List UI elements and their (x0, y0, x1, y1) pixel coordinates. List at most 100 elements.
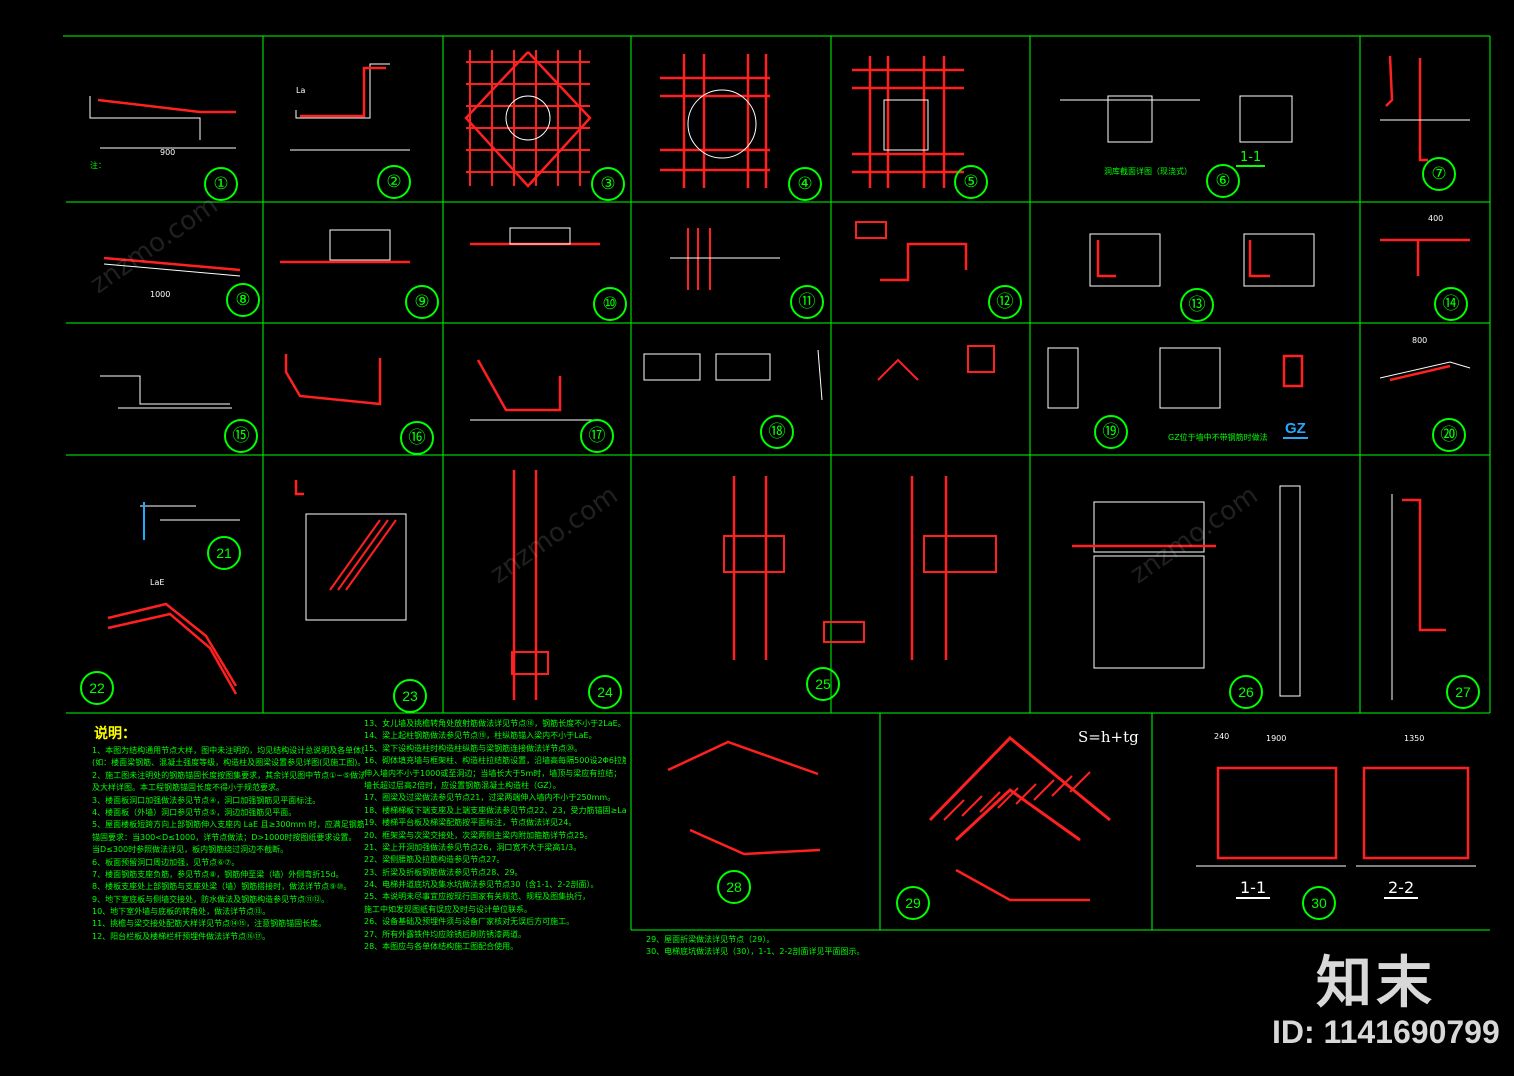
note-line: 16、砌体填充墙与框架柱、构造柱拉结筋设置，沿墙高每隔500设2Φ6拉筋， (364, 756, 626, 766)
detail-number-22: 22 (80, 671, 114, 705)
note-line: 锚固要求：当300<D≤1000，详节点做法；D>1000时按图纸要求设置。 (92, 832, 357, 842)
note-line: 19、楼梯平台板及梯梁配筋按平面标注，节点做法详见24。 (364, 818, 577, 828)
dim-1900: 1900 (1266, 734, 1287, 743)
note-line: 2、施工图未注明处的钢筋锚固长度按图集要求，其余详见图中节点①~⑤做法说明， (92, 770, 364, 780)
note-line: 29、屋面折梁做法详见节点（29）。 (646, 935, 775, 944)
note-line: 当D≤300时参照做法详见，板内钢筋绕过洞边不截断。 (92, 845, 289, 855)
notes-title: 说明： (94, 726, 136, 742)
d18-hollow-2 (715, 353, 771, 381)
d30-pit-2 (1362, 766, 1470, 860)
detail-number-3: ③ (591, 167, 625, 201)
d26-section (1279, 485, 1301, 697)
detail-number-25: 25 (806, 667, 840, 701)
d18-hollow-1 (643, 353, 701, 381)
d29-stirrup-5 (1033, 779, 1055, 801)
dim-900: 900 (160, 148, 176, 157)
detail-number-7: ⑦ (1422, 157, 1456, 191)
notes-column-1: 1、本图为结构通用节点大样，图中未注明的，均见结构设计总说明及各单体施工图。 (… (92, 745, 364, 1063)
note-line: 3、楼面板洞口加强做法参见节点④，洞口加强钢筋见平面标注。 (92, 795, 321, 805)
detail-number-10: ⑩ (593, 287, 627, 321)
detail-drawings (89, 50, 1476, 902)
note-line: (如：楼面梁钢筋、混凝土强度等级，构造柱及圈梁设置参见详图(见施工图)。 (92, 758, 364, 768)
d29-stirrup-4 (1015, 783, 1037, 805)
d22-rebar-b (107, 612, 238, 695)
d29-bottom (954, 788, 1081, 842)
caption-detail-6: 洞库截面详图（现浇式） (1104, 167, 1192, 176)
note-line: 及大样详图。本工程钢筋锚固长度不得小于规范要求。 (92, 783, 284, 793)
note-line: 30、电梯底坑做法详见（30），1-1、2-2剖面详见平面图示。 (646, 947, 865, 957)
detail-number-14: ⑭ (1434, 287, 1468, 321)
d20-rebar (1389, 364, 1451, 382)
d13-wall-a (1089, 233, 1161, 287)
d12-rebar (880, 242, 968, 282)
detail-number-1: ① (204, 167, 238, 201)
d18-column (967, 345, 995, 373)
detail-number-28: 28 (717, 870, 751, 904)
detail-number-15: ⑮ (224, 419, 258, 453)
detail-number-4: ④ (788, 167, 822, 201)
d8-rebar (103, 256, 241, 272)
detail-number-20: ⑳ (1432, 418, 1466, 452)
detail-number-9: ⑨ (405, 285, 439, 319)
d15-outline (100, 375, 230, 405)
d9-beam (329, 229, 391, 261)
d1-rebar (97, 98, 236, 114)
note-line: 7、楼面钢筋支座负筋，参见节点⑧，钢筋伸至梁（墙）外侧弯折15d。 (92, 869, 344, 879)
note-line: 12、阳台栏板及楼梯栏杆预埋件做法详节点⑯⑰。 (92, 931, 271, 941)
note-line: 伸入墙内不小于1000或至洞边；当墙长大于5m时，墙顶与梁应有拉结； (364, 768, 622, 778)
note-line: 15、梁下设构造柱时构造柱纵筋与梁钢筋连接做法详节点⑳。 (364, 743, 583, 753)
detail-number-30: 30 (1302, 886, 1336, 920)
dim-lae: LaE (150, 578, 165, 587)
note-line: 11、挑檐与梁交接处配筋大样详见节点⑭⑮，注意钢筋锚固长度。 (92, 919, 327, 929)
detail-number-6: ⑥ (1206, 164, 1240, 198)
d1-outline (89, 96, 201, 140)
detail-number-11: ⑪ (790, 285, 824, 319)
d17-rebar (476, 359, 562, 412)
d2-outline (295, 63, 390, 119)
caption-detail-19: GZ位于墙中不带钢筋时做法 (1168, 433, 1268, 442)
detail-number-8: ⑧ (226, 283, 260, 317)
notes-column-2: 13、女儿墙及挑檐转角处放射筋做法详见节点⑱，钢筋长度不小于2LaE。14、梁上… (364, 718, 626, 1068)
note-line: 墙长超过层高2倍时，应设置钢筋混凝土构造柱（GZ）。 (364, 780, 561, 790)
d7-rebar (1418, 58, 1428, 162)
note-line: 22、梁侧腰筋及拉筋构造参见节点27。 (364, 855, 505, 865)
detail-number-19: ⑲ (1094, 415, 1128, 449)
d29-stirrup-0 (943, 799, 965, 821)
note-line: 17、圈梁及过梁做法参见节点21，过梁两端伸入墙内不小于250mm。 (364, 793, 616, 803)
note-line: 20、框架梁与次梁交接处，次梁两侧主梁内附加箍筋详节点25。 (364, 830, 593, 840)
section-label-detail-6: 1-1 (1236, 150, 1266, 167)
d29-stirrup-6 (1051, 775, 1073, 797)
note-line: 6、板面预留洞口周边加强，见节点⑥⑦。 (92, 857, 240, 867)
note-line: 9、地下室底板与侧墙交接处，防水做法及钢筋构造参见节点⑪⑫。 (92, 894, 330, 904)
watermark-id: ID: 1141690799 (1272, 1014, 1500, 1050)
detail-number-12: ⑫ (988, 285, 1022, 319)
dim-240: 240 (1214, 732, 1230, 741)
d23-frame (305, 513, 407, 621)
d13-rebar-a (1096, 240, 1116, 278)
note-line: 5、屋面楼板短跨方向上部钢筋伸入支座内 LaE 且≥300mm 时，应满足钢筋 (92, 820, 364, 830)
d28-bottom (689, 828, 821, 856)
detail-number-13: ⑬ (1180, 288, 1214, 322)
note-line: 4、楼面板（外墙）洞口参见节点⑤，洞边加强筋见平面。 (92, 807, 297, 817)
d4-hole (687, 89, 757, 159)
detail-number-23: 23 (393, 679, 427, 713)
note-line: 18、楼梯梯板下端支座及上端支座做法参见节点22、23，受力筋锚固≥LaE。 (364, 805, 626, 815)
detail-number-27: 27 (1446, 675, 1480, 709)
d29-stirrup-2 (979, 791, 1001, 813)
d29-stirrup-7 (1069, 771, 1091, 793)
d24-section (511, 651, 549, 675)
d23-bar-0 (329, 519, 381, 591)
detail-number-5: ⑤ (954, 165, 988, 199)
detail-number-2: ② (377, 165, 411, 199)
note-detail-1: 注： (90, 161, 106, 170)
d27-rebar (1402, 498, 1446, 632)
d26-wall-bottom (1093, 555, 1205, 669)
d7-hook (1385, 55, 1394, 107)
d19-wall-a (1047, 347, 1079, 409)
note-line: 13、女儿墙及挑檐转角处放射筋做法详见节点⑱，钢筋长度不小于2LaE。 (364, 719, 626, 728)
detail-number-17: ⑰ (580, 419, 614, 453)
note-line: 21、梁上开洞加强做法参见节点26，洞口宽不大于梁高1/3。 (364, 842, 582, 852)
note-line: 8、楼板支座处上部钢筋与支座处梁（墙）钢筋搭接时，做法详节点⑨⑩。 (92, 882, 352, 892)
d12-section (855, 221, 887, 239)
